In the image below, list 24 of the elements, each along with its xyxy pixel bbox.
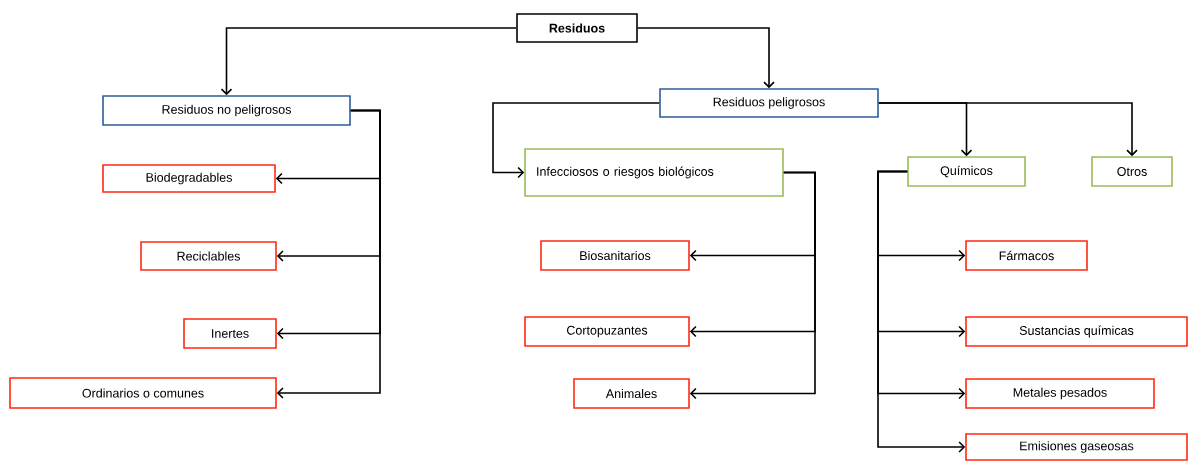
category-box: Residuos peligrosos [659, 88, 879, 118]
arrow [878, 102, 1138, 157]
arrow [637, 27, 775, 89]
leaf-box: Emisiones gaseosas [965, 433, 1188, 461]
subcategory-box: Infecciosos o riesgos biológicos [524, 148, 784, 197]
leaf-box: Biosanitarios [540, 240, 690, 271]
leaf-box: Sustancias químicas [965, 316, 1188, 347]
arrow [689, 171, 816, 400]
leaf-box: Cortopuzantes [524, 316, 690, 347]
leaf-box: Ordinarios o comunes [9, 377, 277, 409]
leaf-box: Reciclables [140, 241, 277, 271]
leaf-box: Biodegradables [102, 164, 276, 193]
arrow [220, 27, 517, 96]
arrow [877, 170, 966, 453]
leaf-box: Metales pesados [965, 378, 1155, 409]
root-box: Residuos [516, 13, 638, 43]
subcategory-box: Otros [1091, 156, 1173, 187]
leaf-box: Fármacos [965, 240, 1088, 271]
leaf-box: Animales [573, 378, 690, 409]
arrow [492, 102, 660, 179]
subcategory-box: Químicos [907, 156, 1026, 187]
leaf-box: Inertes [183, 318, 277, 349]
arrow [276, 109, 381, 399]
category-box: Residuos no peligrosos [102, 95, 351, 126]
